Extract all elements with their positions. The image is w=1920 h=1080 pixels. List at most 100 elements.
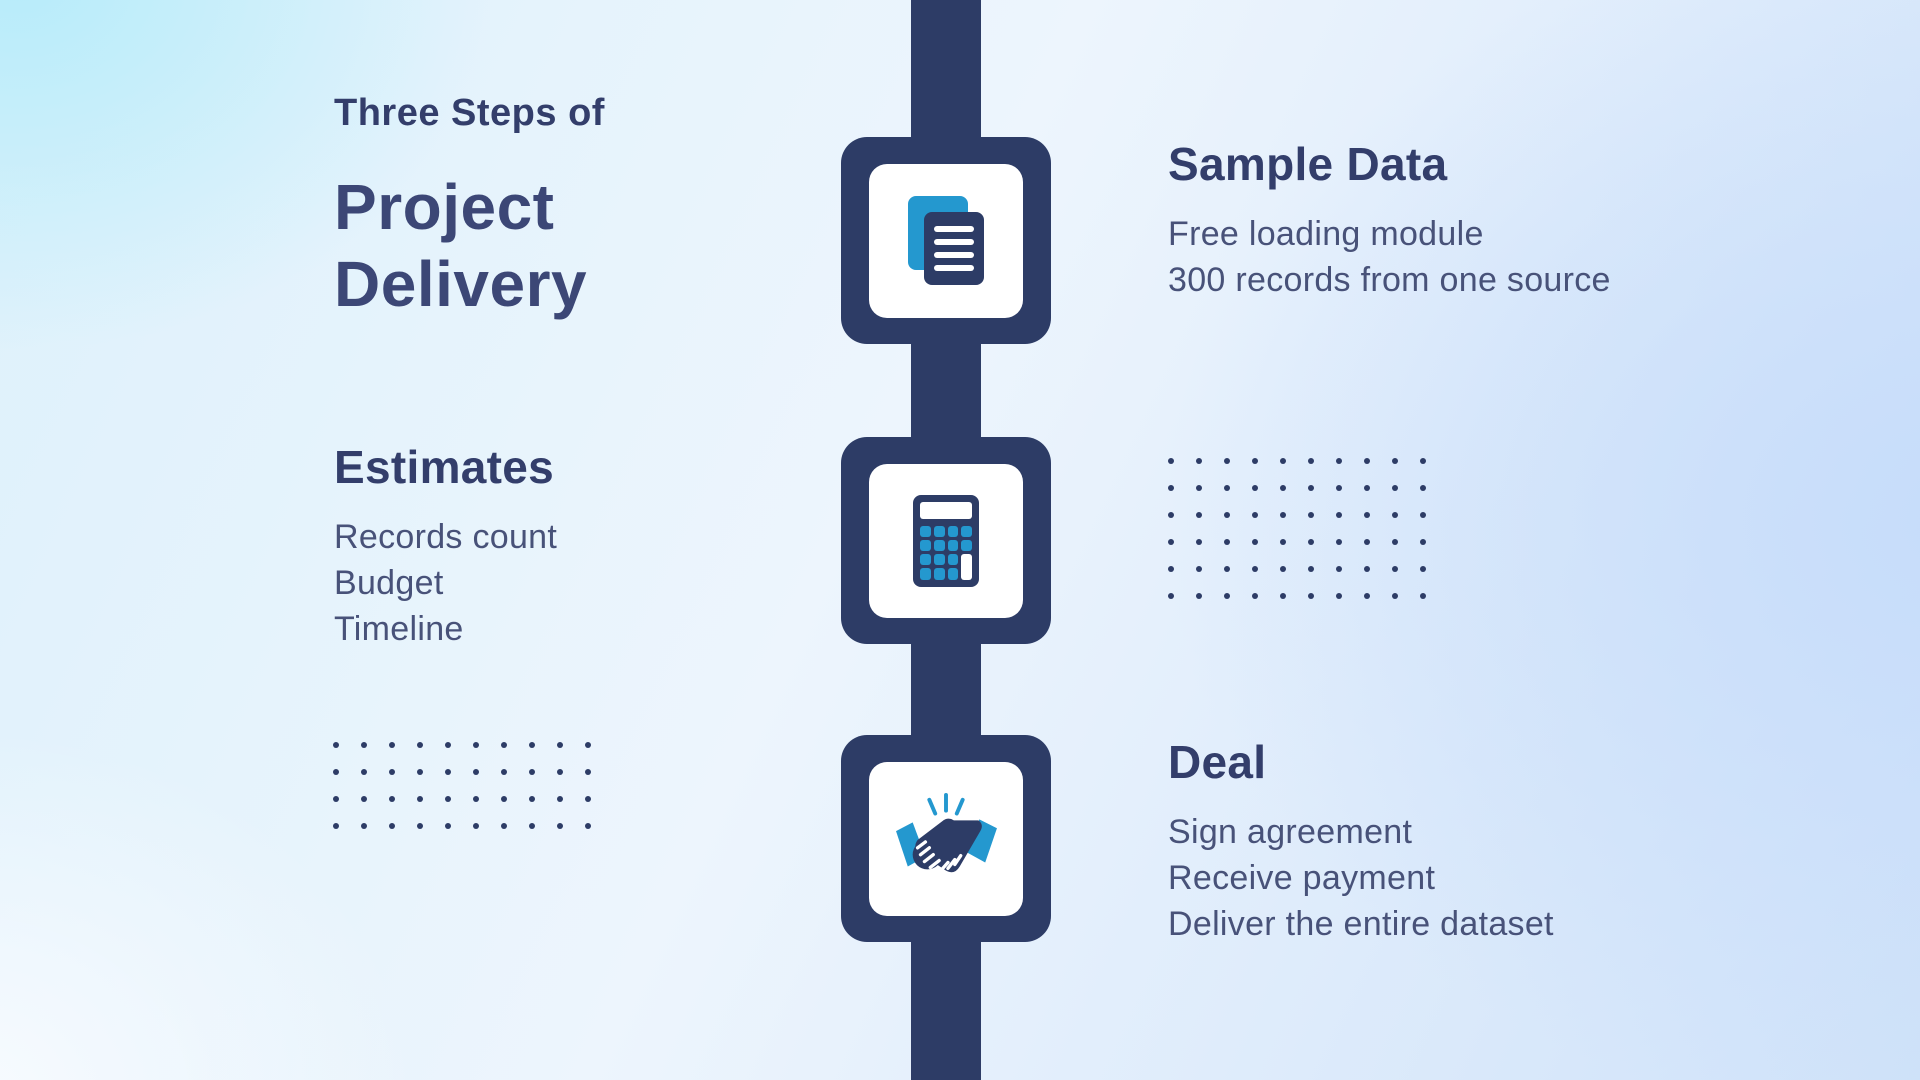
step-icon-tile [869,163,1023,318]
dot [1420,458,1426,464]
dot [1280,566,1286,572]
dot [1336,566,1342,572]
dot [1252,539,1258,545]
dot [1336,458,1342,464]
dot [473,796,479,802]
dot [501,742,507,748]
dot [333,742,339,748]
dot [1392,485,1398,491]
dot [445,742,451,748]
dot [1420,566,1426,572]
dot [1308,566,1314,572]
dot [1196,593,1202,599]
dot [1224,458,1230,464]
step-heading: Deal [1168,736,1267,788]
documents-icon [908,196,984,285]
dot [361,769,367,775]
dot [1280,485,1286,491]
dot [445,823,451,829]
dot [389,796,395,802]
dot [1196,566,1202,572]
dot [417,796,423,802]
dot-grid-right [1168,458,1426,599]
dot [1224,593,1230,599]
dot-grid-left [333,742,591,829]
dot [1364,512,1370,518]
dot [529,796,535,802]
dot [1252,485,1258,491]
dot [473,823,479,829]
dot [1336,512,1342,518]
step-icon-tile [869,463,1023,618]
dot [1420,593,1426,599]
step-line: Budget [334,564,444,603]
dot [473,742,479,748]
dot [389,769,395,775]
step-line: Records count [334,518,558,556]
document-front-page [924,212,984,285]
dot [1196,539,1202,545]
dot [1364,566,1370,572]
dot [1308,458,1314,464]
dot [1420,512,1426,518]
dot [1420,539,1426,545]
dot [1196,512,1202,518]
step-line: Timeline [334,610,464,649]
dot [1308,539,1314,545]
dot [529,823,535,829]
dot [501,823,507,829]
dot [1168,512,1174,518]
dot [389,823,395,829]
calculator-icon [913,494,979,587]
dot [585,823,591,829]
dot [501,796,507,802]
step-line: 300 records from one source [1168,261,1611,300]
dot [1336,593,1342,599]
dot [333,796,339,802]
dot [1196,485,1202,491]
dot [1392,458,1398,464]
dot [501,769,507,775]
dot [529,742,535,748]
dot [1168,485,1174,491]
calculator-display [920,501,972,519]
page-title: Project Delivery [334,171,588,320]
dot [1280,593,1286,599]
dot [557,823,563,829]
dot [1392,566,1398,572]
dot [1252,512,1258,518]
handshake-icon [896,792,997,873]
dot [361,823,367,829]
step-line: Receive payment [1168,859,1436,898]
dot [1196,458,1202,464]
step-icon-tile [869,761,1023,916]
dot [1252,566,1258,572]
dot [1224,566,1230,572]
step-box-estimates [841,437,1051,644]
dot [585,769,591,775]
dot [1224,485,1230,491]
dot [1364,458,1370,464]
dot [1280,539,1286,545]
dot [1364,539,1370,545]
step-line: Deliver the entire dataset [1168,905,1554,944]
dot [585,796,591,802]
dot [1168,593,1174,599]
dot [417,769,423,775]
dot [361,796,367,802]
dot [1224,512,1230,518]
step-line: Free loading module [1168,215,1484,253]
step-box-deal [841,735,1051,942]
dot [333,769,339,775]
step-heading: Sample Data [1168,138,1448,190]
dot [333,823,339,829]
dot [585,742,591,748]
dot [473,769,479,775]
dot [417,742,423,748]
dot [1420,485,1426,491]
dot [445,796,451,802]
dot [1252,593,1258,599]
dot [557,796,563,802]
dot [557,769,563,775]
dot [1392,512,1398,518]
